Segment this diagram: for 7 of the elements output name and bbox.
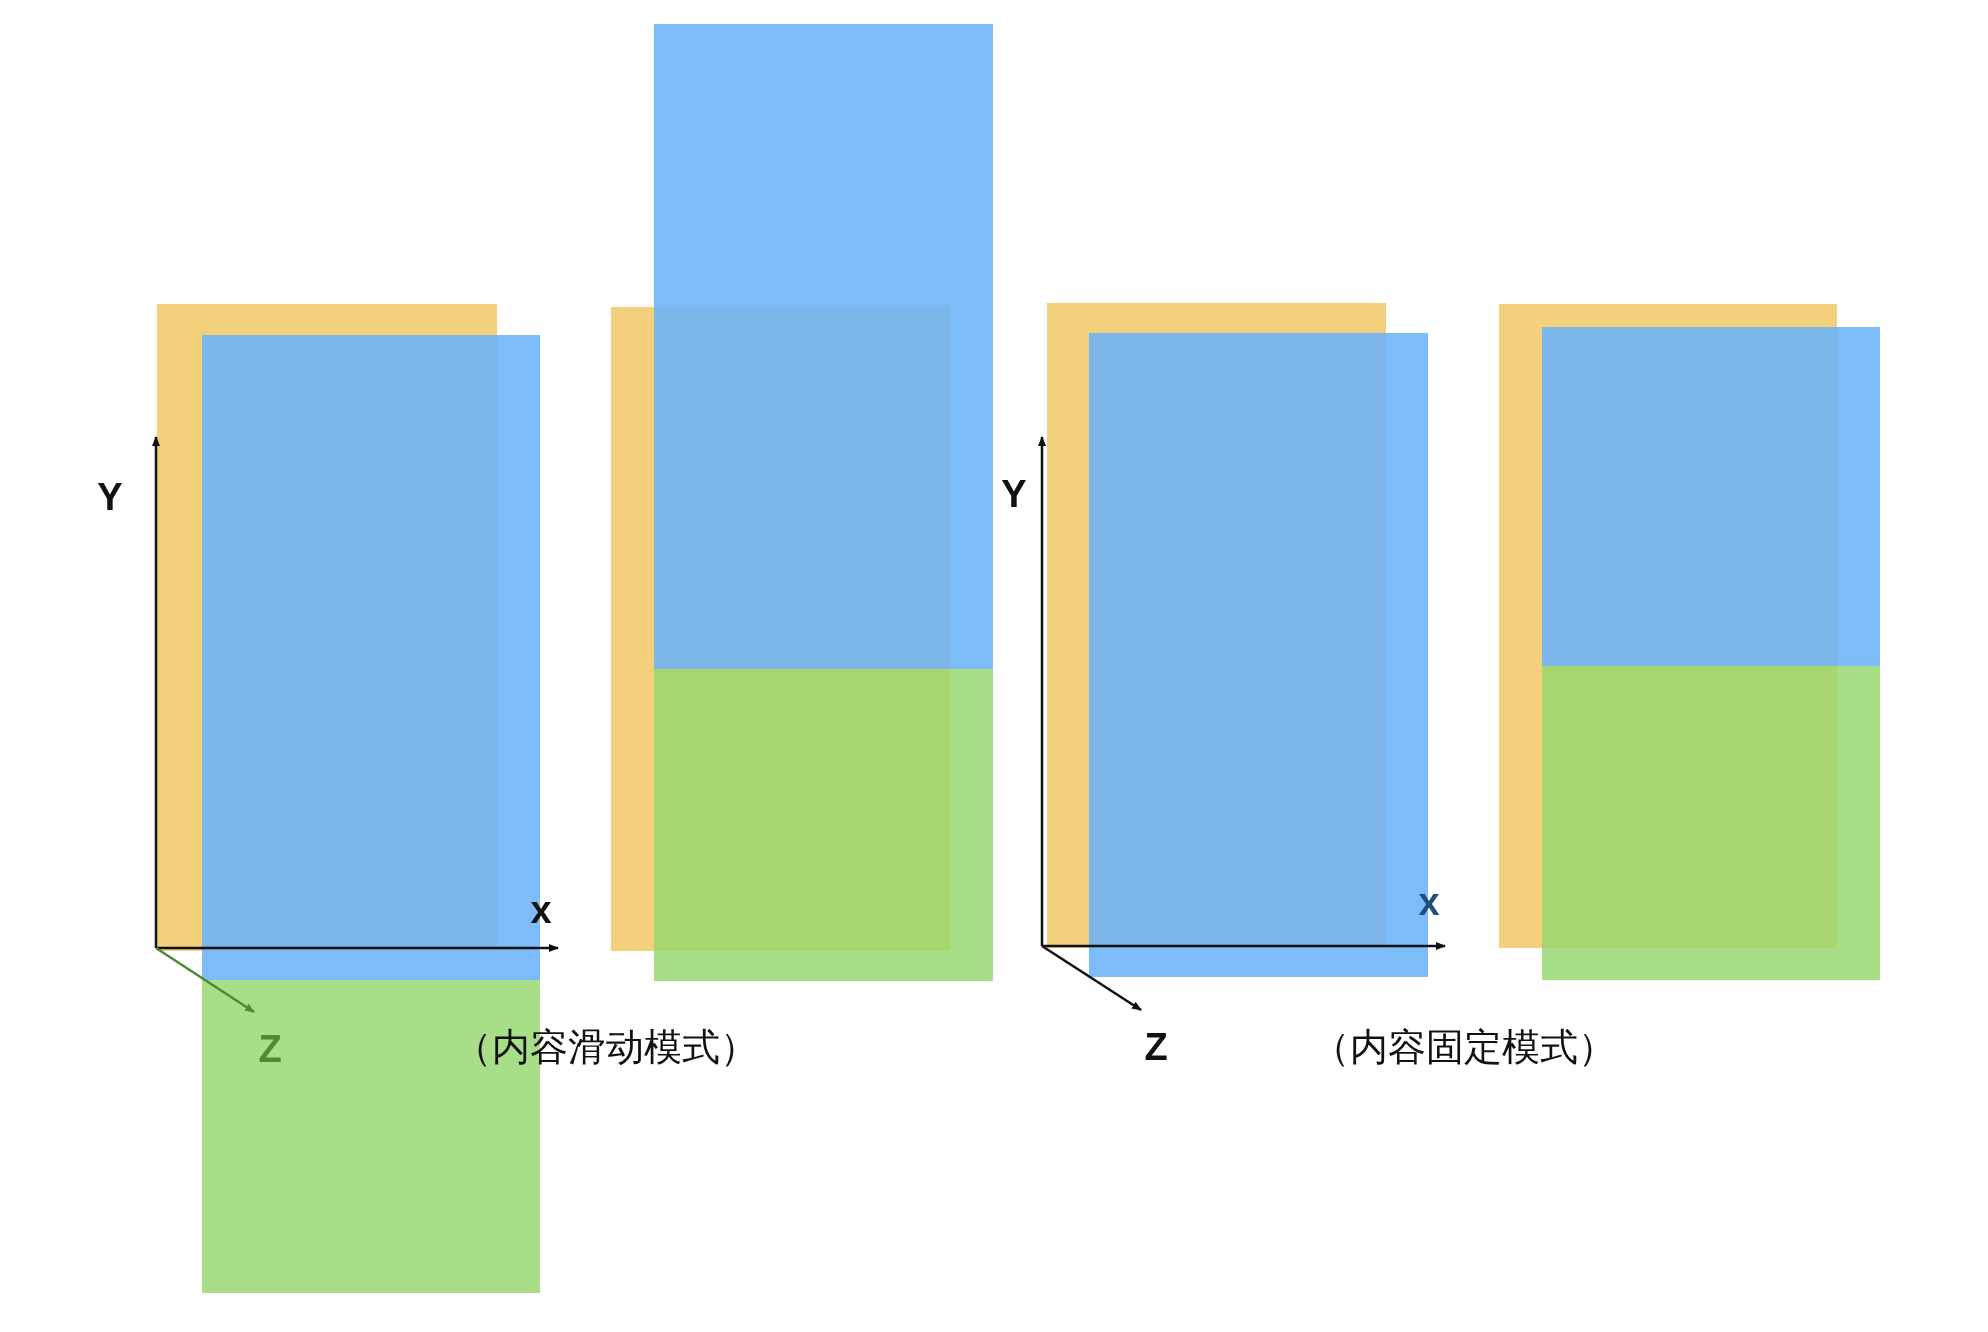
axis-label: Z [258, 1030, 282, 1068]
mode-caption: （内容滑动模式） [454, 1028, 758, 1066]
axis-label: Y [1001, 475, 1027, 513]
mode-caption: （内容固定模式） [1312, 1028, 1616, 1066]
axis-label: x [530, 891, 552, 929]
axis-label: Y [97, 478, 123, 516]
axis-label: Z [1144, 1028, 1168, 1066]
